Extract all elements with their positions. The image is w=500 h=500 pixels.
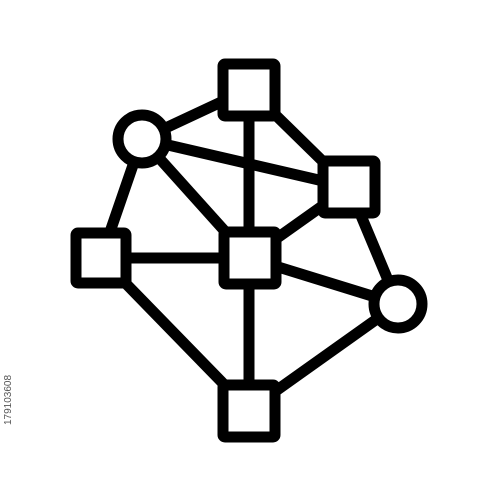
node-left-square: [70, 227, 132, 289]
node-top-square: [217, 58, 281, 122]
node-left-circle: [112, 109, 172, 169]
node-bottom-square: [217, 379, 281, 443]
node-center-square: [218, 226, 282, 290]
stock-id-label: 179103608: [3, 374, 14, 426]
edge: [136, 133, 355, 193]
node-right-circle: [368, 274, 428, 334]
node-right-square: [317, 155, 381, 219]
network-nodes: [70, 58, 428, 443]
